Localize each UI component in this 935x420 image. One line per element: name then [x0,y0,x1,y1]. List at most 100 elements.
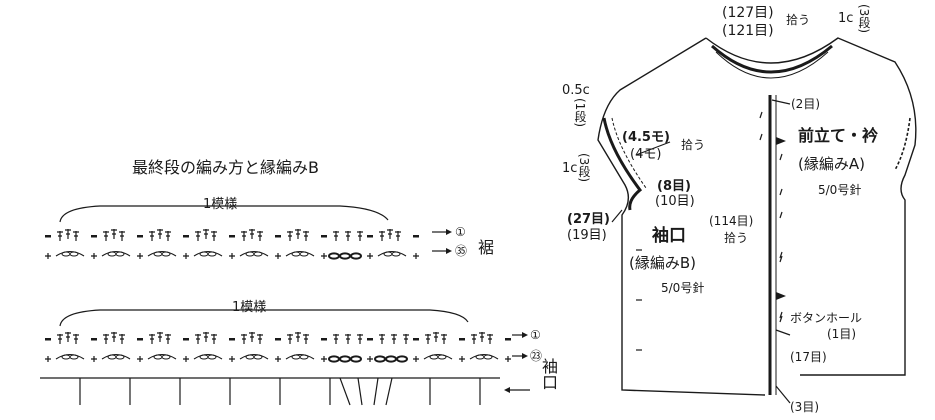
neck-count: (2目) [791,97,820,111]
stitch-sc [229,356,235,362]
front-title: 前立て・衿 [798,126,879,145]
stitch-loop [153,251,163,257]
stitch-chain [275,338,281,341]
stitch-sc [45,356,51,362]
stitch-dc [295,332,301,342]
stitch-loop [61,354,71,360]
stitch-arch [285,353,315,360]
stitch-loop [245,354,255,360]
stitch-arch [469,353,499,360]
stitch-loop [115,354,125,360]
stitch-dc [287,231,293,241]
stitch-row-cuff [45,332,511,363]
stitch-chain [275,235,281,238]
stitch-dc [295,229,301,239]
stitch-loop [199,354,209,360]
stitch-loop [207,354,217,360]
stitch-sc [275,253,281,259]
stitch-chain [45,338,51,341]
stitch-arch [193,250,223,257]
stitch-arch [147,250,177,257]
top-right-rows: (3段) [857,4,871,33]
stitch-dc [111,332,117,342]
stitch-chain [459,338,465,341]
stitch-chain-oval [339,355,351,363]
stitch-dc [487,334,493,344]
stitch-arch [193,353,223,360]
stitch-sc [321,356,327,362]
stitch-loop [291,354,301,360]
top-right-c: 1c [838,11,854,26]
stitch-sc [275,356,281,362]
cap-pick-up: 拾う [681,138,706,152]
mid-count-inner: (10目) [655,194,695,209]
stitch-dc [157,229,163,239]
stitch-dc [379,231,385,241]
stitch-chain [413,338,419,341]
hem-repeat-label: 1模様 [203,197,238,212]
stitch-chain [367,338,373,341]
stitch-dc [391,334,397,344]
stitch-dc [73,334,79,344]
stitch-sc [91,253,97,259]
stitch-dc [211,231,217,241]
stitch-loop [483,354,493,360]
stitch-dc [111,229,117,239]
stitch-chain [91,338,97,341]
cuff-title: 袖口 [652,226,686,246]
top-pick-up: 拾う [786,13,811,27]
stitch-arch [285,250,315,257]
stitch-sc [367,253,373,259]
stitch-dc [203,332,209,342]
stitch-loop [291,251,301,257]
stitch-sc [91,356,97,362]
sleeve-c-left: 0.5c [562,83,590,98]
stitch-chain [183,235,189,238]
stitch-arch [55,250,85,257]
cuff-needle: 5/0号針 [661,281,705,295]
band-arrow-2 [776,292,786,300]
hem-row-first: ① [455,225,466,239]
stitch-chain-oval [385,355,397,363]
stitch-loop [299,354,309,360]
top-count-outer: (127目) [722,5,774,21]
stitch-chain-oval [396,355,408,363]
stitch-loop [153,354,163,360]
stitch-dc [103,334,109,344]
stitch-chain [183,338,189,341]
stitch-dc [195,231,201,241]
stitch-loop [429,354,439,360]
button-hole-count: (1目) [827,327,856,341]
stitch-loop [161,354,171,360]
stitch-dc [379,334,385,344]
stitch-loop [299,251,309,257]
stitch-loop [391,251,401,257]
stitch-chain-oval [328,252,340,260]
low-count-inner: (19目) [567,228,607,243]
stitch-dc [441,334,447,344]
stitch-dc [73,231,79,241]
stitch-chain-oval [328,355,340,363]
stitch-sc [137,253,143,259]
cuff-band-marks [636,249,642,351]
stitch-dc [303,231,309,241]
stitch-loop [253,251,263,257]
stitch-chain [91,235,97,238]
stitch-dc [149,231,155,241]
cuff-base-ticks [79,377,481,406]
cap-count-outer: (4.5モ) [622,130,670,145]
stitch-dc [241,231,247,241]
stitch-dc [479,332,485,342]
stitch-chain-oval [350,252,362,260]
stitch-dc [357,231,363,241]
band-ticks [759,111,783,323]
stitch-dc [249,332,255,342]
stitch-loop [383,251,393,257]
center-count: (114目) [709,214,754,228]
stitch-row-hem [45,229,419,260]
stitch-loop [69,354,79,360]
stitch-dc [211,334,217,344]
stitch-sc [413,356,419,362]
stitch-loop [253,354,263,360]
mid-count-outer: (8目) [657,179,691,194]
